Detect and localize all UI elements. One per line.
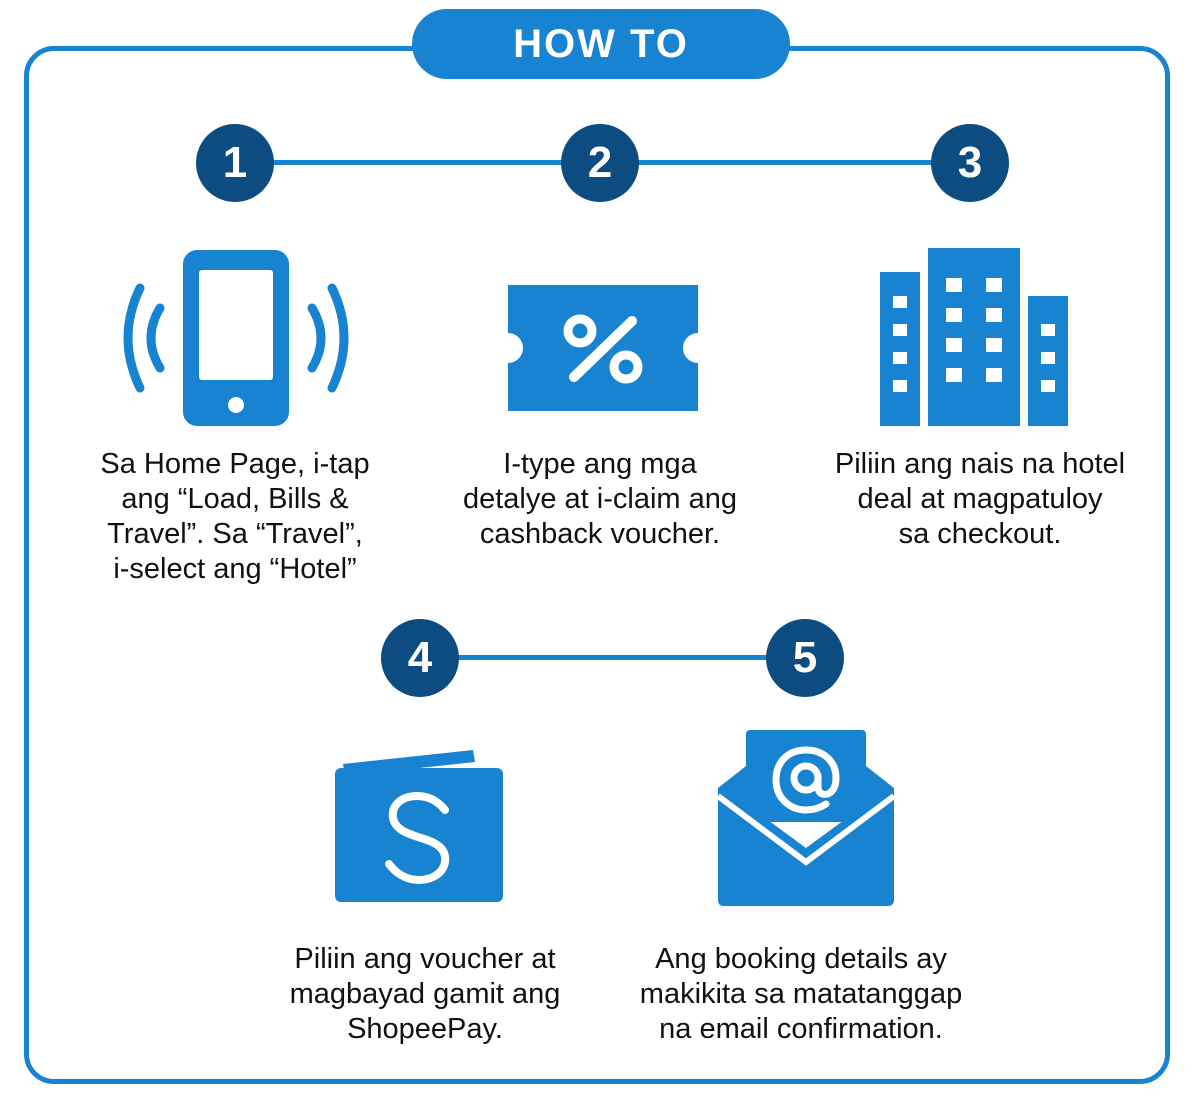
step-4-caption-line: magbayad gamit ang	[289, 978, 561, 1010]
step-2-caption-line: detalye at i-claim ang	[462, 483, 738, 515]
percent-voucher-icon	[508, 285, 698, 411]
step-4-caption: Piliin ang voucher at magbayad gamit ang…	[245, 942, 605, 1047]
step-3-caption-line: Piliin ang nais na hotel	[834, 448, 1126, 480]
step-5-caption-line: Ang booking details ay	[655, 943, 947, 975]
step-1-caption: Sa Home Page, i-tap ang “Load, Bills & T…	[60, 447, 410, 587]
header-title: HOW TO	[412, 9, 790, 79]
step-3-caption-line: deal at magpatuloy	[857, 483, 1103, 515]
step-5-caption: Ang booking details ay makikita sa matat…	[606, 942, 996, 1047]
step-1-caption-line: Travel”. Sa “Travel”,	[107, 518, 363, 550]
step-5-caption-line: makikita sa matatanggap	[639, 978, 963, 1010]
shopeepay-wallet-icon	[335, 750, 503, 902]
hotel-building-icon	[880, 248, 1068, 426]
email-envelope-icon	[718, 730, 894, 906]
connector-1-2	[235, 160, 600, 165]
step-1-caption-line: ang “Load, Bills &	[121, 483, 349, 515]
step-5-caption-line: na email confirmation.	[659, 1013, 943, 1045]
step-3-caption-line: sa checkout.	[898, 518, 1062, 550]
step-5-badge: 5	[766, 619, 844, 697]
step-2-caption-line: cashback voucher.	[479, 518, 721, 550]
step-4-caption-line: ShopeePay.	[347, 1013, 503, 1045]
step-2-caption: I-type ang mga detalye at i-claim ang ca…	[425, 447, 775, 552]
step-3-badge: 3	[931, 124, 1009, 202]
connector-4-5	[420, 655, 805, 660]
step-1-badge: 1	[196, 124, 274, 202]
step-2-caption-line: I-type ang mga	[503, 448, 697, 480]
step-1-caption-line: i-select ang “Hotel”	[113, 553, 357, 585]
step-2-badge: 2	[561, 124, 639, 202]
step-4-badge: 4	[381, 619, 459, 697]
vibrating-phone-icon	[123, 250, 349, 426]
step-3-caption: Piliin ang nais na hotel deal at magpatu…	[795, 447, 1165, 552]
step-1-caption-line: Sa Home Page, i-tap	[100, 448, 370, 480]
step-4-caption-line: Piliin ang voucher at	[294, 943, 556, 975]
connector-2-3	[600, 160, 970, 165]
